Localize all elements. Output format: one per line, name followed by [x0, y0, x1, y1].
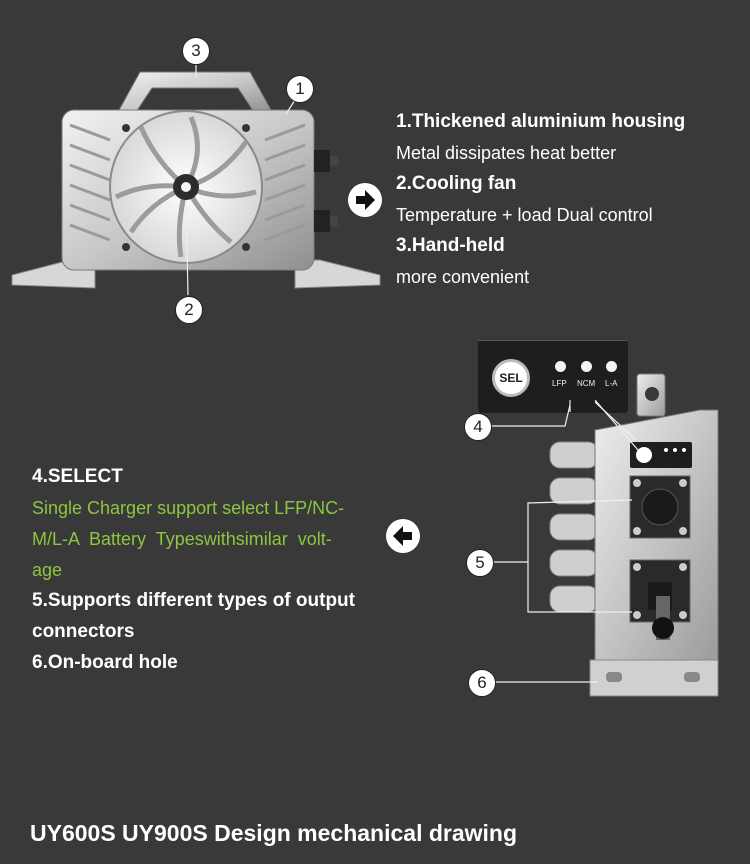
feature-4-desc-line-2: M/L-A Battery Typeswithsimilar volt-	[32, 529, 332, 549]
callout-number: 1	[295, 79, 305, 98]
mode-led-ncm	[581, 361, 592, 372]
feature-5-title: 5.Supports different types of output	[32, 590, 355, 611]
feature-6-title: 6.On-board hole	[32, 652, 178, 673]
callout-number: 4	[473, 417, 483, 436]
mode-led-la	[606, 361, 617, 372]
callout-number: 5	[475, 553, 485, 572]
charger-front-illustration	[11, 62, 381, 296]
arrow-right-circle-icon	[348, 183, 382, 217]
select-feature-block: 4.SELECT Single Charger support select L…	[32, 465, 384, 682]
control-panel-closeup: SEL LFP NCM L-A	[478, 340, 628, 413]
callout-number: 6	[477, 673, 487, 692]
feature-3-desc: more convenient	[396, 267, 530, 287]
callout-number: 2	[184, 300, 194, 319]
feature-1-desc: Metal dissipates heat better	[396, 143, 617, 163]
mode-label-ncm: NCM	[577, 379, 596, 388]
top-features-list: 1.Thickened aluminium housing Metal diss…	[396, 110, 746, 296]
feature-2-desc: Temperature + load Dual control	[396, 205, 653, 225]
callout-1: 1	[286, 75, 314, 103]
sel-button-label: SEL	[499, 371, 523, 385]
feature-4-desc-line-1: Single Charger support select LFP/NC-	[32, 498, 345, 518]
mode-label-la: L-A	[605, 379, 618, 388]
callout-6: 6	[468, 669, 496, 697]
feature-5-title-cont: connectors	[32, 621, 135, 642]
feature-3-title: 3.Hand-held	[396, 235, 505, 256]
callout-number: 3	[191, 41, 201, 60]
feature-2-title: 2.Cooling fan	[396, 173, 517, 194]
mode-label-lfp: LFP	[552, 379, 567, 388]
feature-1-title: 1.Thickened aluminium housing	[396, 111, 686, 132]
callout-3: 3	[182, 37, 210, 65]
mode-led-lfp	[555, 361, 566, 372]
callout-4: 4	[464, 413, 492, 441]
sel-button: SEL	[492, 359, 530, 397]
page-title: UY600S UY900S Design mechanical drawing	[30, 820, 518, 846]
arrow-left-circle-icon	[386, 519, 420, 553]
feature-4-desc-line-3: age	[32, 560, 63, 580]
charger-side-illustration	[549, 373, 719, 697]
callout-5: 5	[466, 549, 494, 577]
callout-2: 2	[175, 296, 203, 324]
feature-4-title: 4.SELECT	[32, 466, 123, 487]
